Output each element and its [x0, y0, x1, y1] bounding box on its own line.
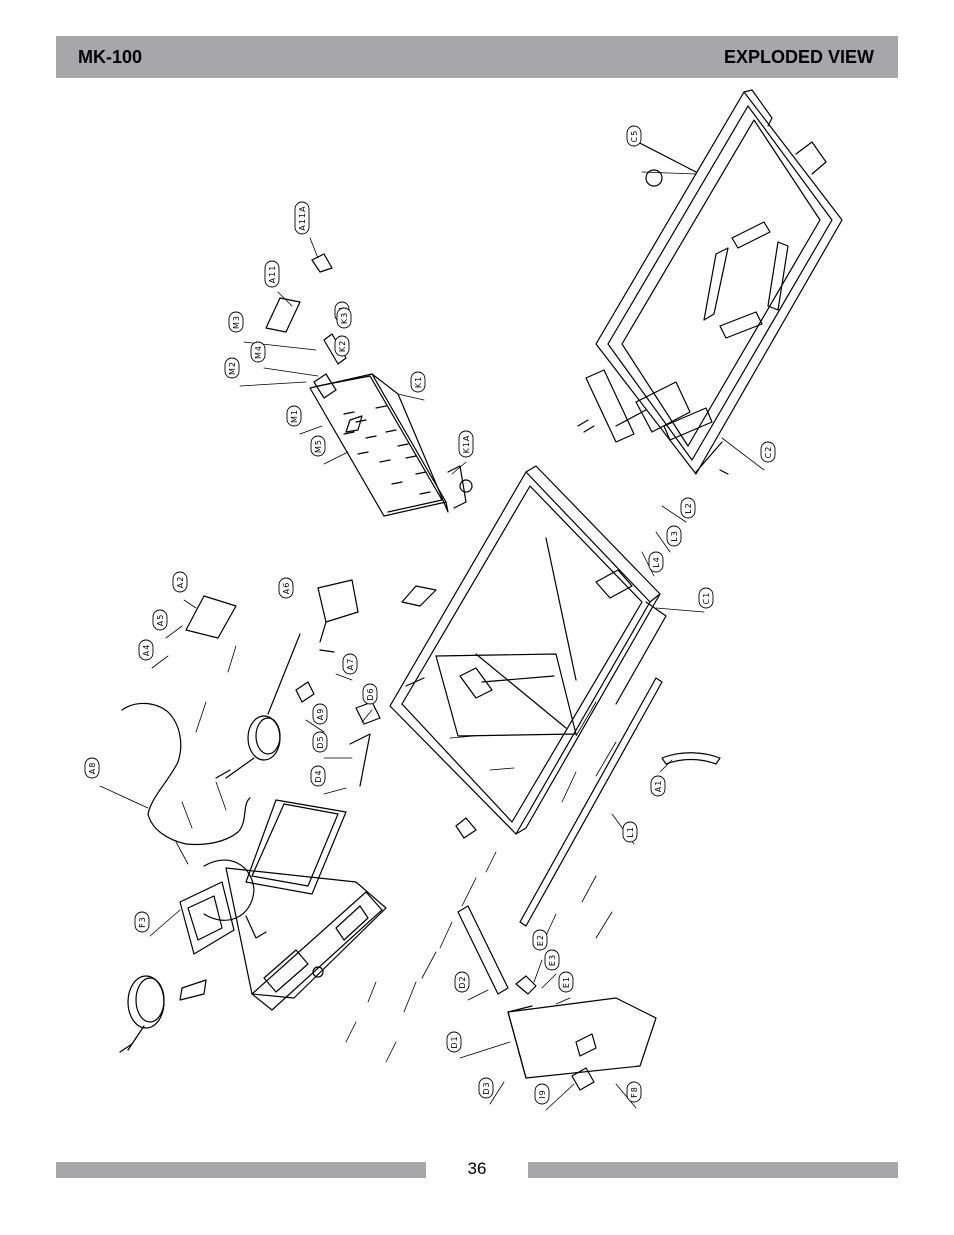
callout-label: L4: [652, 556, 661, 568]
callout-label: A8: [88, 762, 97, 775]
part-callouts: C5A11AA11K4M3K3M4K2M2K1M1M5K1AC2L2L3L4A2…: [84, 125, 776, 1105]
callout-a5: A5: [152, 609, 168, 631]
callout-label: A1: [654, 780, 663, 793]
callout-l1: L1: [622, 821, 638, 843]
callout-label: C1: [702, 592, 711, 605]
callout-a9: A9: [312, 703, 328, 725]
callout-label: D6: [366, 687, 375, 700]
water-tray-drawing: [577, 89, 843, 475]
callout-k2: K2: [334, 335, 350, 357]
leader-lines: [99, 171, 765, 1111]
footer-bar-right: [528, 1162, 898, 1178]
callout-label: A9: [316, 708, 325, 721]
callout-a11: A11: [264, 260, 280, 288]
callout-c2: C2: [760, 441, 776, 463]
callout-label: M2: [228, 361, 237, 375]
callout-e3: E3: [544, 949, 560, 971]
callout-label: M5: [314, 439, 323, 453]
callout-label: D2: [458, 975, 467, 988]
callout-label: L3: [670, 530, 679, 542]
callout-d3: D3: [478, 1077, 494, 1099]
callout-d5: D5: [312, 731, 328, 753]
callout-label: A6: [282, 582, 291, 595]
callout-a8: A8: [84, 757, 100, 779]
callout-label: D4: [314, 769, 323, 782]
callout-label: I9: [538, 1089, 547, 1098]
callout-a7: A7: [342, 653, 358, 675]
callout-label: M1: [290, 409, 299, 423]
callout-m1: M1: [286, 405, 302, 427]
callout-a4: A4: [138, 639, 154, 661]
callout-label: C5: [630, 130, 639, 143]
rails-drawing: [457, 677, 663, 995]
callout-k1: K1: [410, 371, 426, 393]
cords-drawing: [119, 579, 359, 1053]
callout-label: L1: [626, 826, 635, 838]
callout-label: A11A: [298, 205, 307, 230]
construction-ticks: [175, 645, 617, 1063]
callout-c1: C1: [698, 587, 714, 609]
callout-label: F3: [138, 916, 147, 928]
callout-d2: D2: [454, 971, 470, 993]
page-number: 36: [467, 1159, 487, 1178]
callout-a11a: A11A: [294, 201, 310, 235]
callout-label: D1: [450, 1035, 459, 1048]
callout-label: C2: [764, 446, 773, 459]
callout-f8: F8: [626, 1081, 642, 1103]
callout-l3: L3: [666, 525, 682, 547]
callout-a2: A2: [172, 571, 188, 593]
callout-label: E3: [548, 954, 557, 966]
callout-m2: M2: [224, 357, 240, 379]
callout-label: E2: [536, 934, 545, 946]
callout-d1: D1: [446, 1031, 462, 1053]
callout-label: A4: [142, 644, 151, 657]
callout-label: D3: [482, 1081, 491, 1094]
callout-k3: K3: [336, 307, 352, 329]
callout-l2: L2: [680, 497, 696, 519]
callout-m3: M3: [228, 311, 244, 333]
cutting-table-drawing: [309, 373, 473, 607]
callout-d6: D6: [362, 683, 378, 705]
callout-e1: E1: [558, 971, 574, 993]
callout-label: A5: [156, 614, 165, 627]
callout-e2: E2: [532, 929, 548, 951]
callout-label: K1: [414, 376, 423, 388]
misc-parts-drawing: [185, 253, 721, 1091]
footer-bar-left: [56, 1162, 426, 1178]
callout-label: A11: [268, 265, 277, 284]
frame-drawing: [389, 465, 667, 839]
callout-a1: A1: [650, 775, 666, 797]
callout-l4: L4: [648, 551, 664, 573]
exploded-view-diagram: C5A11AA11K4M3K3M4K2M2K1M1M5K1AC2L2L3L4A2…: [84, 89, 843, 1111]
callout-label: A7: [346, 658, 355, 671]
callout-label: L2: [684, 502, 693, 514]
page-header: MK-100 EXPLODED VIEW: [56, 36, 898, 78]
section-title: EXPLODED VIEW: [723, 46, 874, 67]
motor-head-drawing: [179, 799, 387, 1011]
callout-m4: M4: [250, 341, 266, 363]
callout-label: F8: [630, 1086, 639, 1098]
callout-i9: I9: [534, 1083, 550, 1105]
callout-label: M3: [232, 315, 241, 329]
callout-label: K1A: [462, 435, 471, 454]
model-title: MK-100: [78, 46, 143, 67]
callout-d4: D4: [310, 765, 326, 787]
callout-f3: F3: [134, 911, 150, 933]
callout-label: D5: [316, 735, 325, 748]
callout-label: K3: [340, 312, 349, 324]
callout-a6: A6: [278, 577, 294, 599]
callout-c5: C5: [626, 125, 642, 147]
callout-label: M4: [254, 345, 263, 359]
callout-m5: M5: [310, 435, 326, 457]
callout-label: K2: [338, 340, 347, 352]
callout-label: E1: [562, 976, 571, 988]
callout-k1a: K1A: [458, 430, 474, 458]
callout-label: A2: [176, 576, 185, 589]
